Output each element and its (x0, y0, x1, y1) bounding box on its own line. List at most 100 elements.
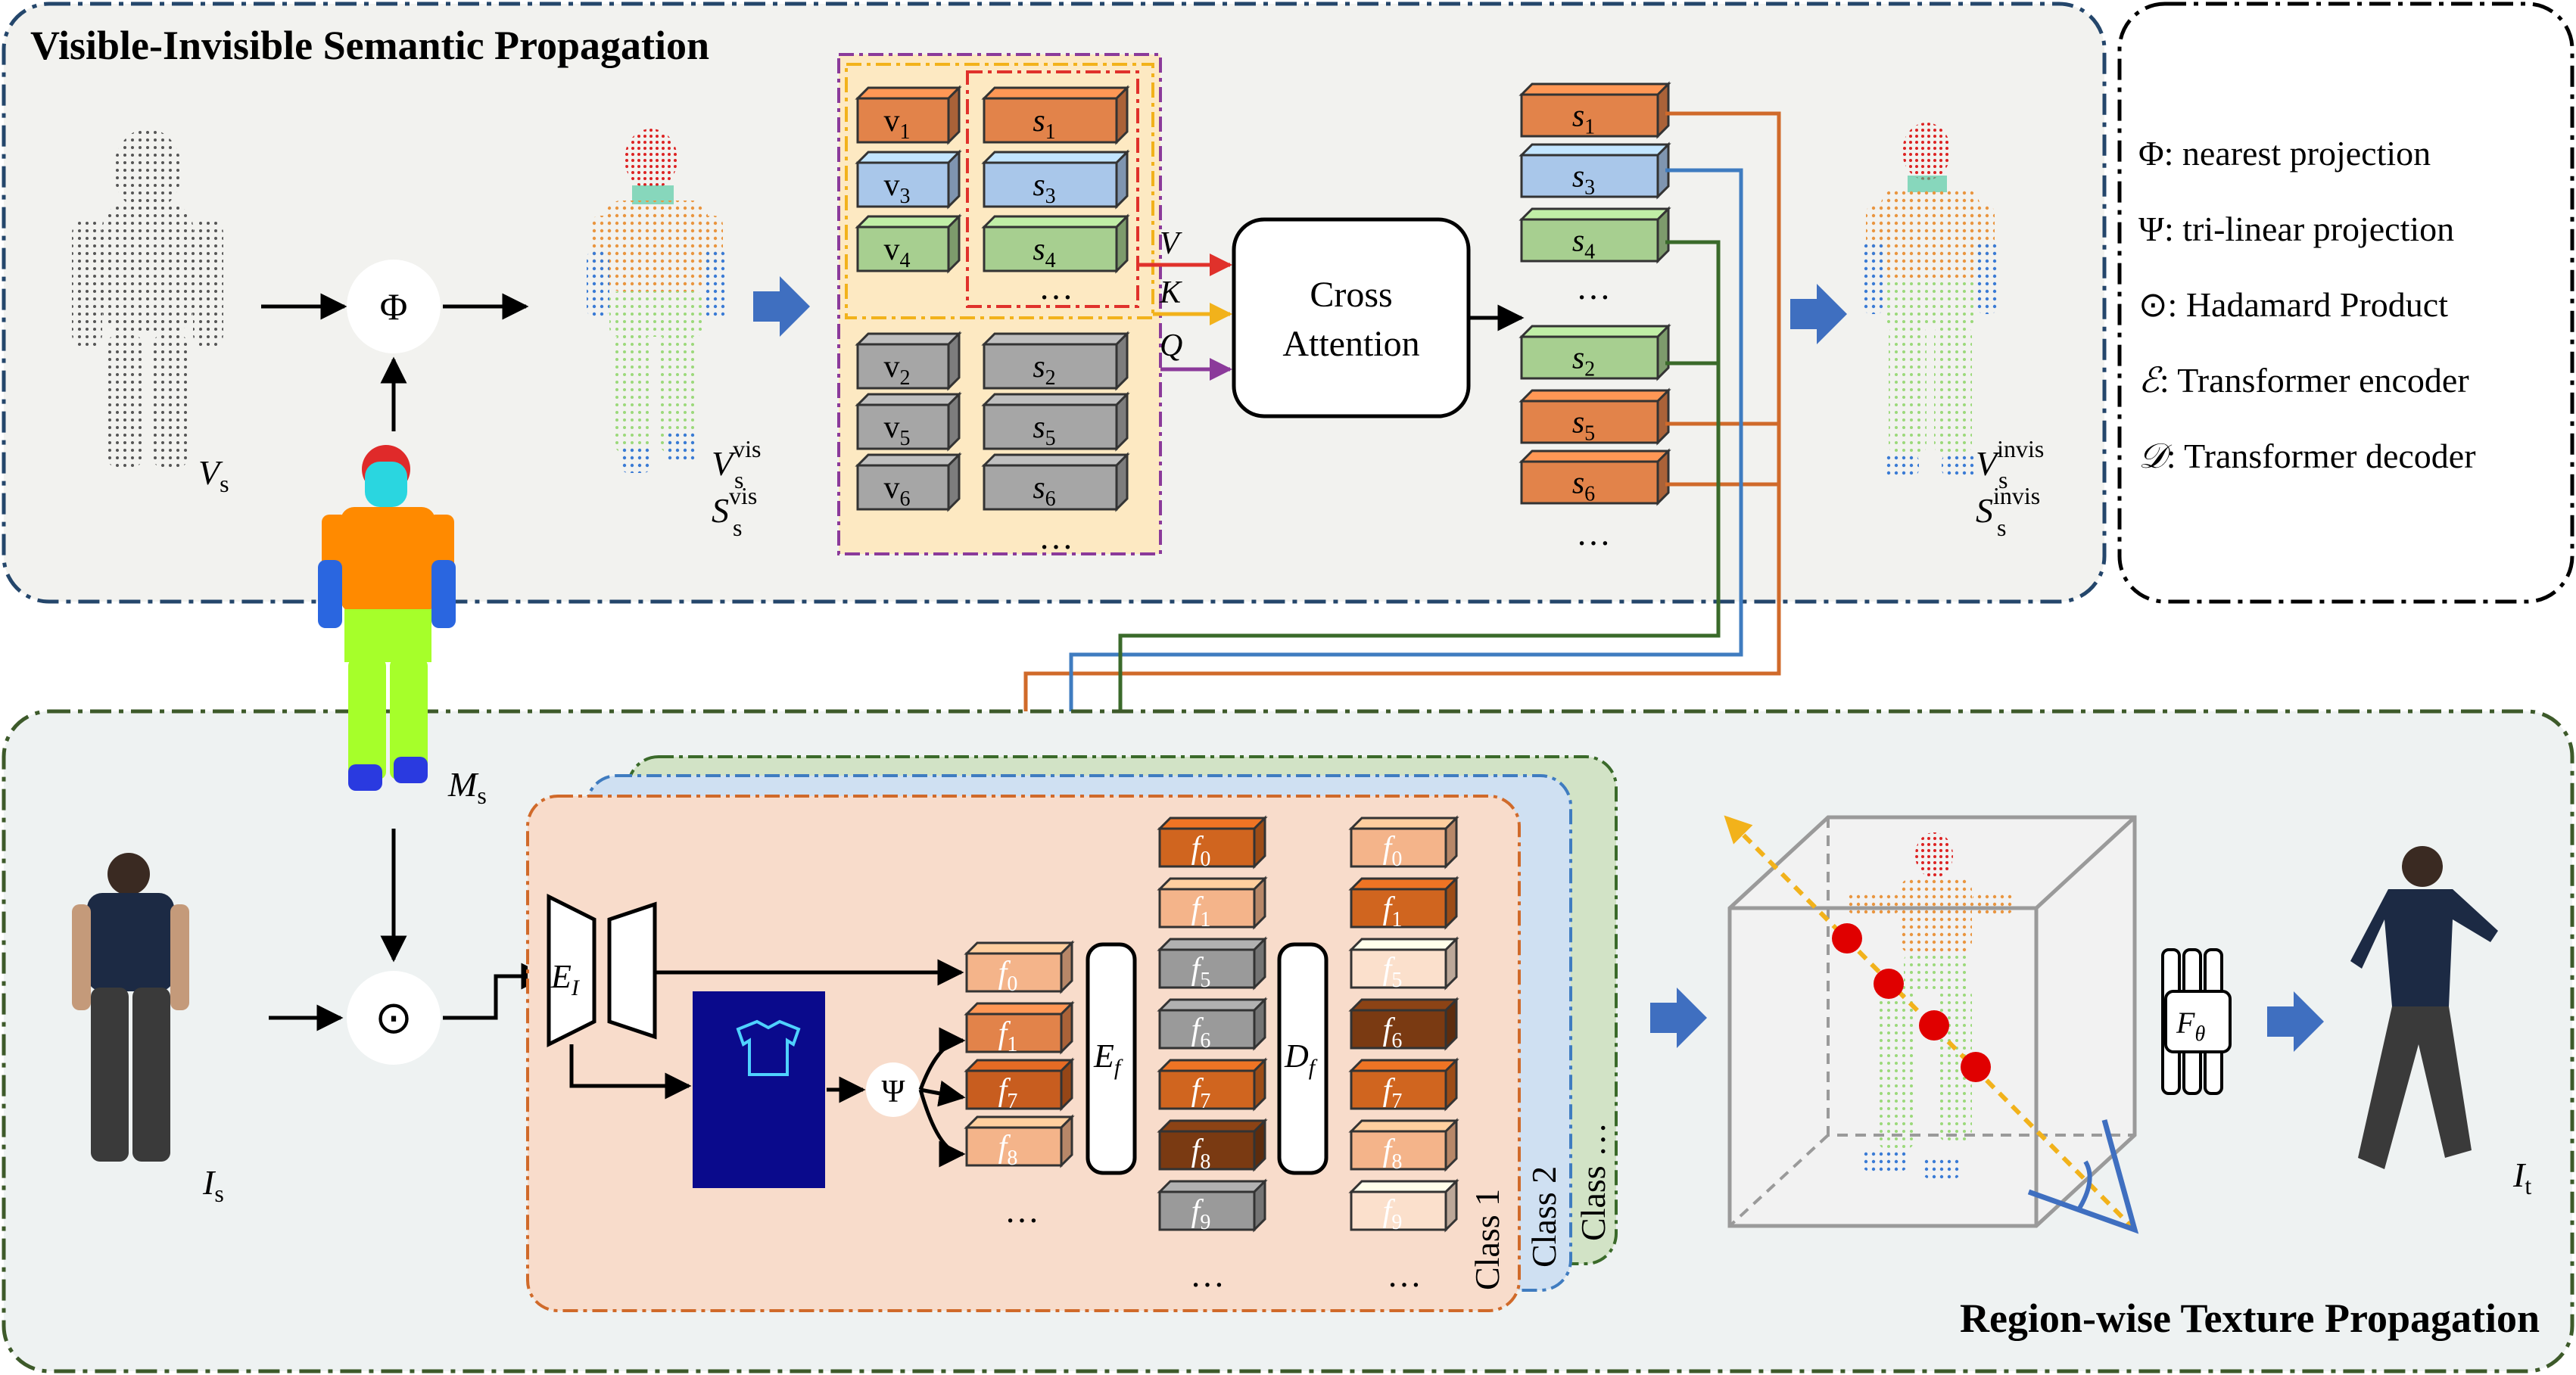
svg-text:s4: s4 (1572, 224, 1595, 264)
block-arrow-1 (753, 276, 810, 337)
encoded-feature-f0: f0 (1157, 815, 1268, 871)
label-q: Q (1160, 328, 1182, 363)
label-class3: Class … (1574, 1122, 1612, 1241)
label-k: K (1159, 275, 1182, 310)
psi-feature-f0: f0 (964, 940, 1075, 996)
invisible-token-pairs: v2 s2 v5 s5 v6 s6 (855, 331, 1130, 512)
output-token-s6: s6 (1519, 448, 1671, 506)
svg-text:f0: f0 (998, 956, 1018, 996)
svg-text:EI: EI (550, 958, 581, 1000)
encoded-feature-f1: f1 (1157, 876, 1268, 932)
svg-text:s6: s6 (1033, 471, 1055, 511)
route-blue (1060, 168, 1743, 770)
invisible-token-s5: s5 (981, 391, 1130, 452)
label-vs-vis-sub: s (734, 466, 743, 493)
output-token-s4: s4 (1519, 206, 1671, 264)
visible-token-s3: s3 (981, 149, 1130, 210)
legend-panel: Φ: nearest projection Ψ: tri-linear proj… (2117, 2, 2574, 604)
route-green (1109, 240, 1721, 755)
encoded-feature-f7: f7 (1157, 1057, 1268, 1113)
svg-text:v6: v6 (884, 471, 911, 511)
bottom-panel-title: Region-wise Texture Propagation (1960, 1296, 2540, 1341)
cross-attention-line2: Attention (1282, 324, 1419, 364)
label-ss-invis: Sinvis (1976, 482, 2040, 530)
arrow-odot-to-encoder (443, 963, 548, 1020)
block-arrow-4 (2267, 991, 2324, 1052)
decoded-feature-f0: f0 (1348, 815, 1459, 871)
feature-decoder (1277, 942, 1328, 1175)
block-arrow-3 (1650, 988, 1707, 1048)
legend-item-phi: Φ: nearest projection (2138, 134, 2431, 173)
phi-node (347, 260, 441, 353)
encoded-feature-f5: f5 (1157, 936, 1268, 992)
svg-text:ℰ: Transformer encoder: ℰ: Transformer encoder (2138, 361, 2469, 400)
cross-attention-block (1232, 217, 1471, 418)
legend-item-odot: ⊙: Hadamard Product (2138, 285, 2448, 324)
cross-attention-line1: Cross (1310, 275, 1392, 315)
svg-text:⊙: Hadamard Product: ⊙: Hadamard Product (2138, 285, 2448, 324)
label-ms: Ms (447, 765, 487, 809)
block-arrow-2 (1790, 284, 1847, 344)
invisible-token-v5: v5 (855, 391, 962, 452)
source-point-cloud (72, 129, 223, 469)
decoded-feature-f9: f9 (1348, 1178, 1459, 1234)
visible-point-cloud (587, 129, 727, 473)
svg-text:v5: v5 (884, 410, 911, 450)
encoded-feature-f9: f9 (1157, 1178, 1268, 1234)
invisible-point-cloud (1862, 123, 1998, 477)
psi-feature-f1: f1 (964, 1000, 1075, 1056)
label-ss-invis-sub: s (1997, 514, 2006, 541)
label-vs-invis: Vinvis (1976, 435, 2044, 483)
decoded-feature-f6: f6 (1348, 997, 1459, 1053)
render-volume (1724, 815, 2139, 1234)
output-token-s3: s3 (1519, 142, 1671, 200)
invisible-token-s2: s2 (981, 331, 1130, 391)
label-ss-vis: Svis (712, 482, 757, 530)
label-class2: Class 2 (1525, 1166, 1563, 1268)
svg-text:v3: v3 (884, 168, 911, 208)
label-is: Is (202, 1163, 224, 1207)
svg-text:v4: v4 (884, 232, 911, 272)
out-ellipsis-1: … (1576, 268, 1611, 306)
visible-token-v3: v3 (855, 149, 962, 210)
label-df: Df (1284, 1037, 1318, 1080)
svg-text:v2: v2 (884, 350, 911, 390)
label-vs-invis-sub: s (1998, 466, 2008, 493)
arrow-encoder-to-featuremap (569, 1044, 692, 1100)
psi-fanout (918, 1027, 966, 1168)
label-it: It (2512, 1156, 2531, 1199)
label-v: V (1160, 226, 1182, 261)
legend-item-decoder: 𝒟: Transformer decoder (2138, 437, 2476, 475)
label-class1: Class 1 (1468, 1189, 1506, 1290)
svg-text:s5: s5 (1033, 410, 1055, 450)
svg-text:s1: s1 (1033, 104, 1055, 144)
psi-feature-f7: f7 (964, 1057, 1075, 1113)
svg-text:f1: f1 (998, 1016, 1018, 1056)
label-vs-vis: Vvis (712, 435, 761, 483)
visible-token-s4: s4 (981, 213, 1130, 274)
svg-text:s5: s5 (1572, 406, 1595, 446)
svg-text:Φ: nearest projection: Φ: nearest projection (2138, 134, 2431, 173)
psi-ellipsis: … (1005, 1191, 1039, 1230)
label-vs: Vs (198, 453, 229, 497)
legend-item-psi: Ψ: tri-linear projection (2138, 210, 2454, 248)
image-encoder: EI (547, 893, 657, 1048)
odot-symbol: ⊙ (375, 993, 413, 1043)
visible-token-v4: v4 (855, 213, 962, 274)
feature-map (693, 991, 825, 1188)
feature-encoder (1086, 942, 1137, 1175)
output-token-s1: s1 (1519, 81, 1671, 139)
output-token-s5: s5 (1519, 387, 1671, 446)
svg-text:s2: s2 (1572, 341, 1595, 381)
phi-symbol: Φ (380, 285, 408, 328)
token-ellipsis-vis: … (1039, 268, 1073, 306)
odot-node (347, 971, 441, 1065)
output-token-s2: s2 (1519, 323, 1671, 381)
svg-text:s2: s2 (1033, 350, 1055, 390)
